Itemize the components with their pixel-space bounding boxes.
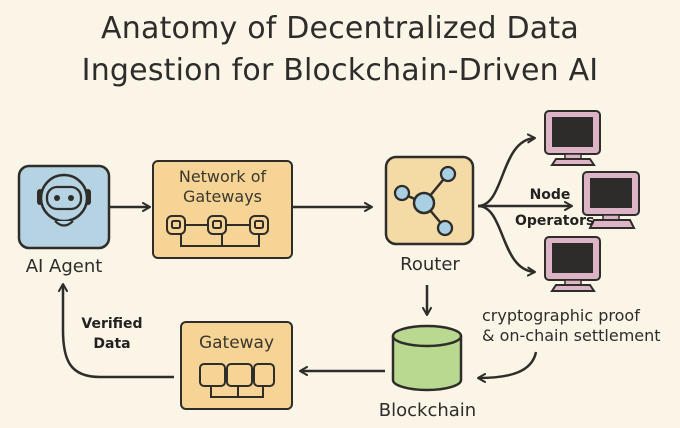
computer-monitor-icon[interactable]	[544, 110, 601, 166]
router-label: Router	[400, 254, 460, 275]
arrow-gateway-to-agent	[58, 283, 174, 379]
network-title-line-1: Network of	[178, 167, 267, 186]
blockchain-label: Blockchain	[378, 400, 477, 421]
proof-line-1: cryptographic proof	[482, 306, 640, 325]
node-operators-line-1: Node	[529, 187, 571, 203]
gateway-title: Gateway	[198, 333, 275, 353]
computer-monitor-icon[interactable]	[582, 171, 640, 229]
network-title-line-2: Gateways	[182, 187, 262, 206]
proof-line-2: & on-chain settlement	[482, 326, 661, 345]
diagram-title: Anatomy of Decentralized Data Ingestion …	[0, 8, 680, 92]
title-line-1: Anatomy of Decentralized Data	[101, 11, 579, 46]
network-of-gateways-title: Network of Gateways	[153, 167, 292, 207]
router-node[interactable]	[384, 155, 475, 246]
robot-icon	[37, 173, 91, 227]
blockchain-node[interactable]	[391, 324, 463, 392]
node-operators-label: Node Operators	[515, 185, 595, 231]
proof-annotation: cryptographic proof & on-chain settlemen…	[482, 306, 661, 346]
network-of-gateways-node[interactable]	[152, 160, 293, 259]
connected-nodes-icon	[199, 363, 275, 398]
verified-data-label: Verified Data	[72, 314, 152, 354]
fanout-arrows	[477, 133, 573, 277]
node-operators-line-2: Operators	[515, 213, 595, 229]
title-line-2: Ingestion for Blockchain-Driven AI	[81, 53, 599, 88]
arrow-proof-to-blockchain	[477, 351, 538, 383]
gateway-node[interactable]	[180, 321, 293, 410]
ai-agent-node[interactable]	[17, 164, 111, 250]
verified-line-2: Data	[93, 336, 131, 352]
verified-line-1: Verified	[81, 316, 143, 332]
connected-nodes-icon	[166, 215, 269, 247]
computer-monitor-icon[interactable]	[544, 236, 601, 292]
network-hub-icon	[393, 165, 457, 237]
database-cylinder-icon	[391, 324, 463, 392]
ai-agent-label: AI Agent	[25, 256, 103, 277]
